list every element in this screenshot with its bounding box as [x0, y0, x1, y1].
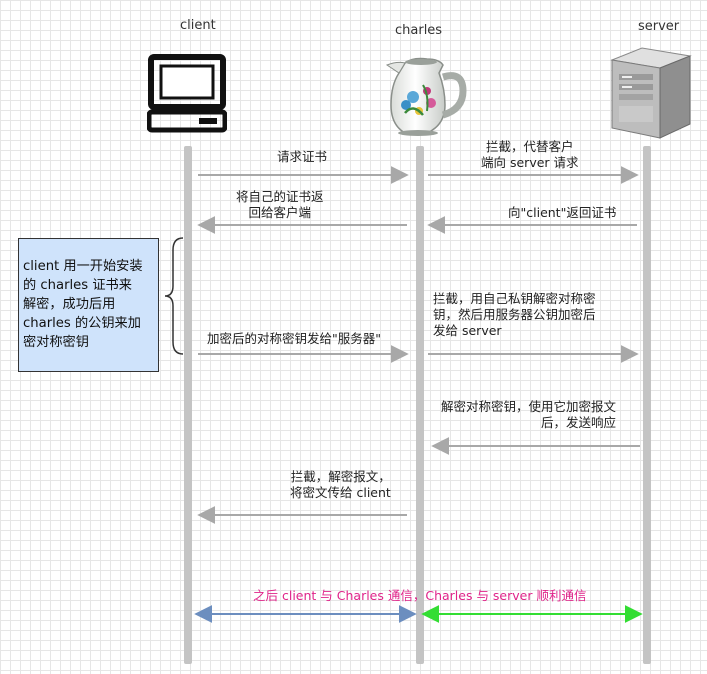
note-line2: 的 charles 证书来: [23, 278, 132, 293]
charles-jug-icon: [385, 57, 467, 136]
msg-send-encrypted-key: 加密后的对称密钥发给"服务器": [207, 331, 381, 346]
msg-intercept-forward-line2: 端向 server 请求: [481, 155, 579, 170]
msg-server-response: 解密对称密钥，使用它加密报文 后，发送响应: [441, 399, 616, 431]
msg-return-cert: 将自己的证书返 回给客户端: [236, 189, 324, 221]
client-label: client: [180, 18, 216, 33]
note-line1: client 用一开始安装: [23, 259, 143, 274]
msg-return-cert-line1: 将自己的证书返: [236, 189, 324, 204]
note-line3: 解密，成功后用: [23, 297, 116, 312]
msg-request-cert: 请求证书: [277, 149, 328, 164]
computer-monitor-icon: [147, 54, 227, 133]
note-line4: charles 的公钥来加: [23, 316, 141, 331]
charles-label: charles: [395, 23, 443, 38]
server-label: server: [638, 19, 680, 34]
msg-intercept-decrypt: 拦截，解密报文， 将密文传给 client: [290, 469, 391, 501]
client-lifeline: [184, 146, 192, 664]
msg-intercept-forward-line1: 拦截，代替客户: [486, 139, 574, 154]
note-line5: 密对称密钥: [23, 335, 89, 350]
server-lifeline: [643, 146, 651, 664]
charles-lifeline: [416, 146, 424, 664]
note-box: client 用一开始安装 的 charles 证书来 解密，成功后用 char…: [18, 238, 159, 372]
msg-intercept-decrypt-line1: 拦截，解密报文，: [290, 469, 391, 484]
server-tower-icon: [610, 47, 692, 139]
msg-server-return-cert: 向"client"返回证书: [508, 205, 617, 220]
msg-final-communication: 之后 client 与 Charles 通信，Charles 与 server …: [253, 588, 587, 603]
msg-server-response-line1: 解密对称密钥，使用它加密报文: [441, 399, 617, 414]
msg-charles-decrypt-line1: 拦截，用自己私钥解密对称密: [433, 291, 596, 306]
msg-server-response-line2: 后，发送响应: [541, 415, 617, 430]
msg-charles-decrypt-line3: 发给 server: [433, 323, 502, 338]
msg-return-cert-line2: 回给客户端: [248, 205, 312, 220]
msg-intercept-decrypt-line2: 将密文传给 client: [290, 485, 391, 500]
msg-charles-decrypt-line2: 钥，然后用服务器公钥加密后: [433, 307, 596, 322]
msg-intercept-forward: 拦截，代替客户 端向 server 请求: [481, 139, 579, 171]
msg-charles-decrypt: 拦截，用自己私钥解密对称密 钥，然后用服务器公钥加密后 发给 server: [433, 291, 596, 339]
note-brace: [164, 237, 184, 355]
